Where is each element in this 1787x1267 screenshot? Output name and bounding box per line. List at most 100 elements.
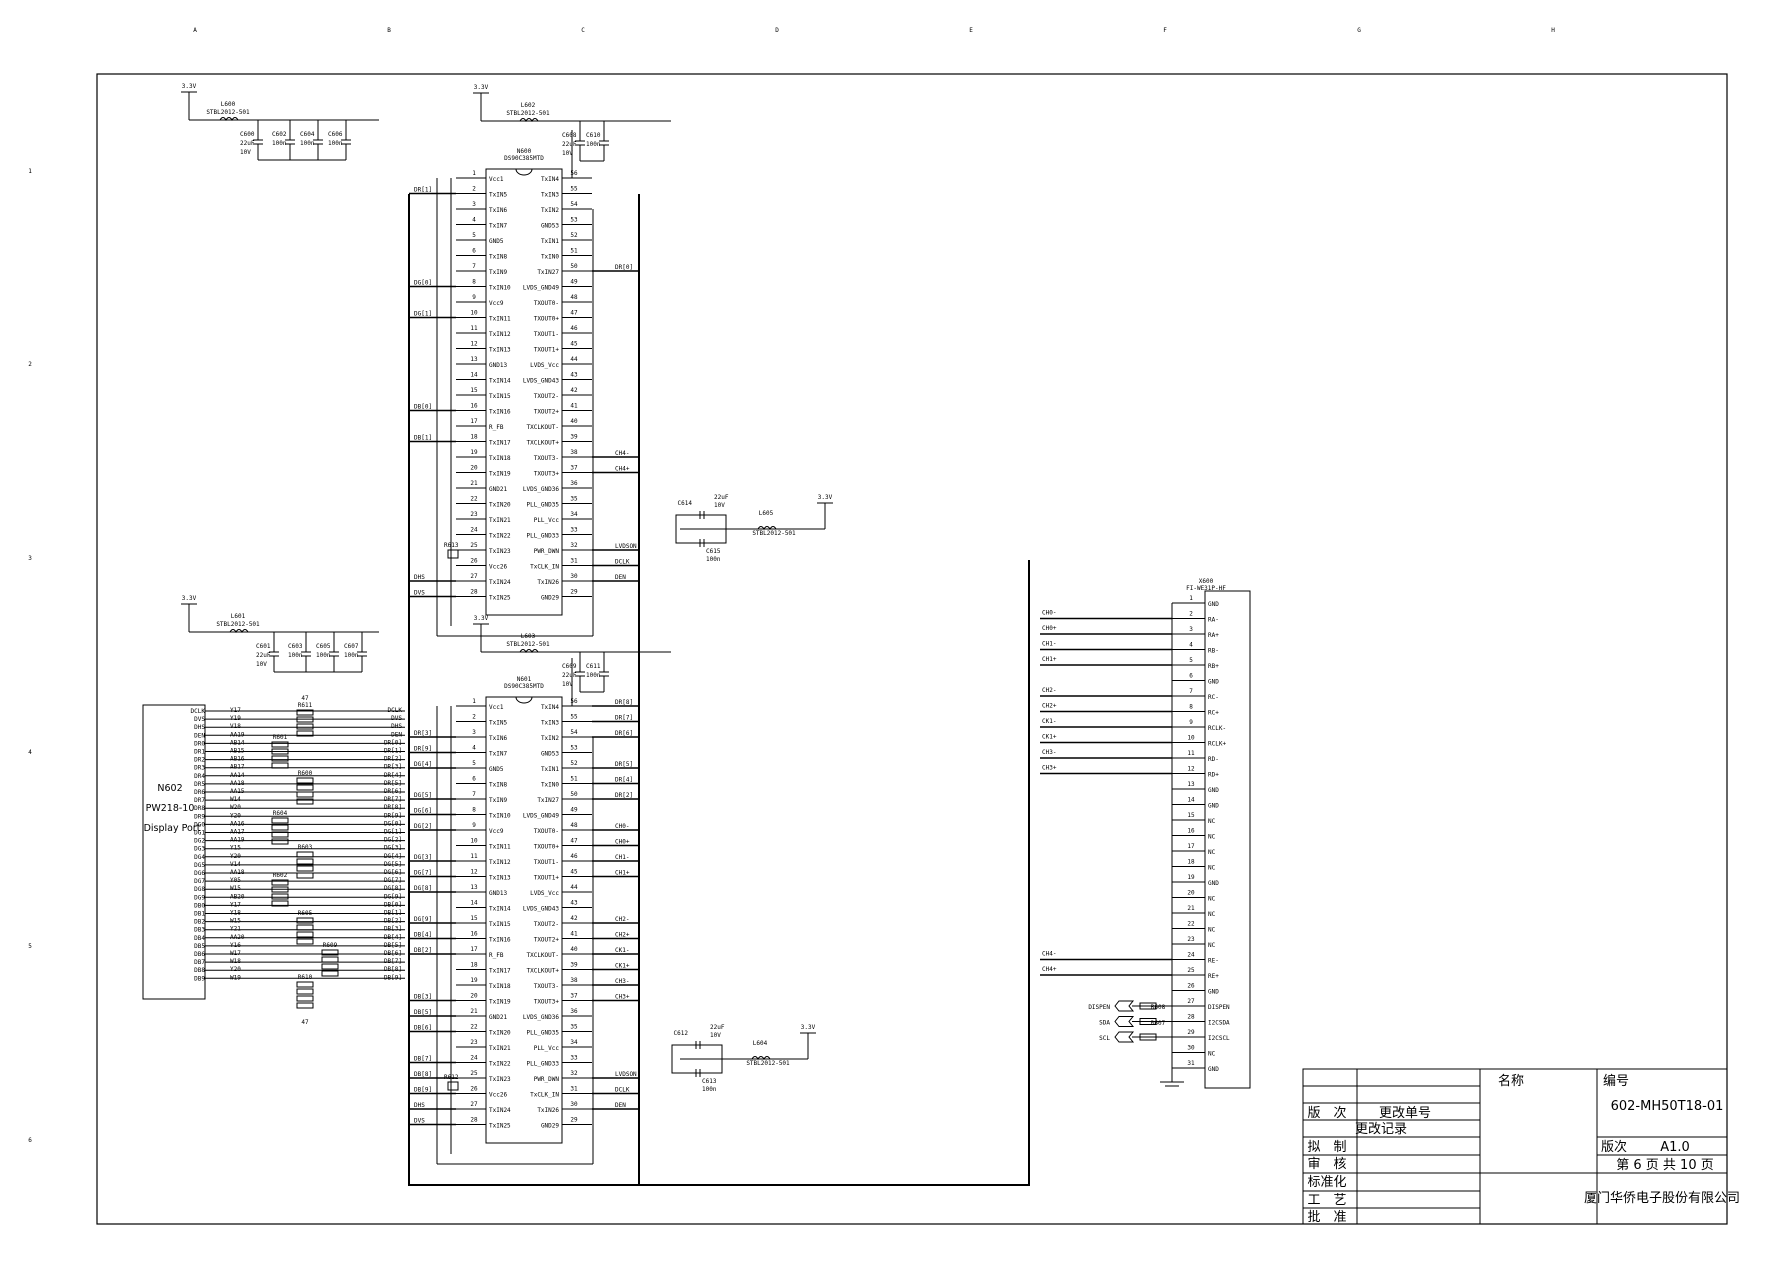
pin-name: Vcc1 bbox=[489, 704, 504, 711]
resistor-ref: R613 bbox=[444, 542, 459, 549]
ball-label: AA19 bbox=[230, 837, 245, 844]
net-label: DVS bbox=[414, 590, 425, 597]
net-label: CK1- bbox=[1042, 718, 1056, 725]
pin-name: RB+ bbox=[1208, 663, 1219, 670]
net-label: DR[6] bbox=[384, 788, 402, 795]
pin-number: 11 bbox=[470, 853, 478, 860]
inductor-ref: L605 bbox=[759, 510, 774, 517]
ball-label: W15 bbox=[230, 885, 241, 892]
pin-name: TxIN14 bbox=[489, 906, 511, 913]
name-label: 名称 bbox=[1498, 1073, 1524, 1089]
pin-number: 27 bbox=[470, 1101, 478, 1108]
pin-name: TxIN7 bbox=[489, 223, 507, 230]
pin-name: TXOUT0+ bbox=[534, 316, 560, 323]
pin-number: 17 bbox=[1187, 843, 1195, 850]
pin-name: TxIN9 bbox=[489, 269, 507, 276]
resistor-array-element bbox=[296, 872, 314, 879]
pin-name: TxIN6 bbox=[489, 735, 507, 742]
capacitor-value: 22uF bbox=[714, 494, 729, 501]
net-label: DCLK bbox=[615, 1087, 630, 1094]
pin-name: NC bbox=[1208, 942, 1216, 949]
title-block bbox=[1302, 1068, 1728, 1225]
display-port-body bbox=[142, 704, 206, 1000]
net-label: DISPEN bbox=[1088, 1004, 1110, 1011]
pin-name: PLL_GND35 bbox=[526, 1030, 559, 1037]
pin-number: 7 bbox=[472, 791, 476, 798]
pin-number: 35 bbox=[570, 496, 578, 503]
power-rail-label: 3.3V bbox=[182, 595, 197, 602]
pin-number: 24 bbox=[1187, 952, 1195, 959]
pin-name: TXOUT2+ bbox=[534, 409, 560, 416]
pin-number: 4 bbox=[1189, 642, 1193, 649]
ball-label: AB15 bbox=[230, 748, 245, 755]
pin-number: 3 bbox=[472, 729, 476, 736]
capacitor-value: 100n bbox=[706, 556, 721, 563]
capacitor-ref: C605 bbox=[316, 643, 331, 650]
resistor-ref: R607 bbox=[1151, 1020, 1166, 1027]
pin-number: 56 bbox=[570, 698, 578, 705]
pin-name: RE- bbox=[1208, 958, 1219, 965]
pin-number: 23 bbox=[470, 1039, 478, 1046]
pin-name: TxIN13 bbox=[489, 875, 511, 882]
pin-number: 46 bbox=[570, 853, 578, 860]
pin-name: TxIN16 bbox=[489, 409, 511, 416]
ball-label: AB20 bbox=[230, 893, 245, 900]
pin-name: I2CSCL bbox=[1208, 1035, 1230, 1042]
resistor-ref: R603 bbox=[298, 844, 313, 851]
net-label: DG[4] bbox=[414, 761, 432, 768]
pin-name: RB- bbox=[1208, 648, 1219, 655]
pin-number: 33 bbox=[570, 527, 578, 534]
pin-number: 25 bbox=[1187, 967, 1195, 974]
pin-name: TXOUT3+ bbox=[534, 471, 560, 478]
capacitor-value: 22uF bbox=[256, 652, 271, 659]
net-label: DHS bbox=[414, 1102, 425, 1109]
net-label: DB[4] bbox=[384, 934, 402, 941]
pin-number: 11 bbox=[470, 325, 478, 332]
capacitor-value: 22uF bbox=[562, 672, 577, 679]
pin-name: GND bbox=[1208, 787, 1219, 794]
pin-number: 38 bbox=[570, 977, 578, 984]
ball-label: Y20 bbox=[230, 853, 241, 860]
pin-number: 44 bbox=[570, 356, 578, 363]
pin-name: TxIN16 bbox=[489, 937, 511, 944]
inductor-symbol bbox=[519, 649, 539, 653]
resistor-array-element bbox=[321, 949, 339, 956]
pin-number: 27 bbox=[470, 573, 478, 580]
pin-number: 17 bbox=[470, 418, 478, 425]
pin-number: 43 bbox=[570, 372, 578, 379]
pin-number: 25 bbox=[470, 542, 478, 549]
reviewed-by-label: 审 核 bbox=[1307, 1157, 1346, 1172]
resistor-array-element bbox=[271, 817, 289, 824]
column-marker: A bbox=[193, 27, 197, 34]
inductor-part: STBL2012-501 bbox=[746, 1060, 790, 1067]
pin-name: TxIN5 bbox=[489, 720, 507, 727]
net-label: DG[2] bbox=[384, 837, 402, 844]
pin-number: 20 bbox=[1187, 890, 1195, 897]
ball-label: Y18 bbox=[230, 910, 241, 917]
pin-name: NC bbox=[1208, 911, 1216, 918]
pin-name: GND21 bbox=[489, 486, 507, 493]
pin-name: LVDS_GND36 bbox=[523, 1014, 560, 1021]
pin-number: 16 bbox=[1187, 828, 1195, 835]
display-port-pin: DR9 bbox=[194, 813, 205, 820]
power-rail-label: 3.3V bbox=[801, 1024, 816, 1031]
net-label: DG[6] bbox=[414, 808, 432, 815]
pin-number: 41 bbox=[570, 403, 578, 410]
net-label: DG[1] bbox=[384, 829, 402, 836]
pin-number: 29 bbox=[570, 589, 578, 596]
column-marker: G bbox=[1357, 27, 1361, 34]
capacitor-ref: C606 bbox=[328, 131, 343, 138]
pin-number: 18 bbox=[470, 962, 478, 969]
resistor-array-element bbox=[271, 893, 289, 900]
row-marker: 6 bbox=[28, 1137, 32, 1144]
display-port-pin: DB2 bbox=[194, 919, 205, 926]
net-label: CH4- bbox=[615, 450, 629, 457]
pin-number: 14 bbox=[1187, 797, 1195, 804]
pin-name: RCLK+ bbox=[1208, 741, 1226, 748]
inductor-ref: L602 bbox=[521, 102, 536, 109]
port-flag bbox=[1114, 1000, 1135, 1012]
pin-name: TxIN17 bbox=[489, 440, 511, 447]
net-label: CH2+ bbox=[615, 932, 630, 939]
resistor-array-element bbox=[296, 791, 314, 798]
